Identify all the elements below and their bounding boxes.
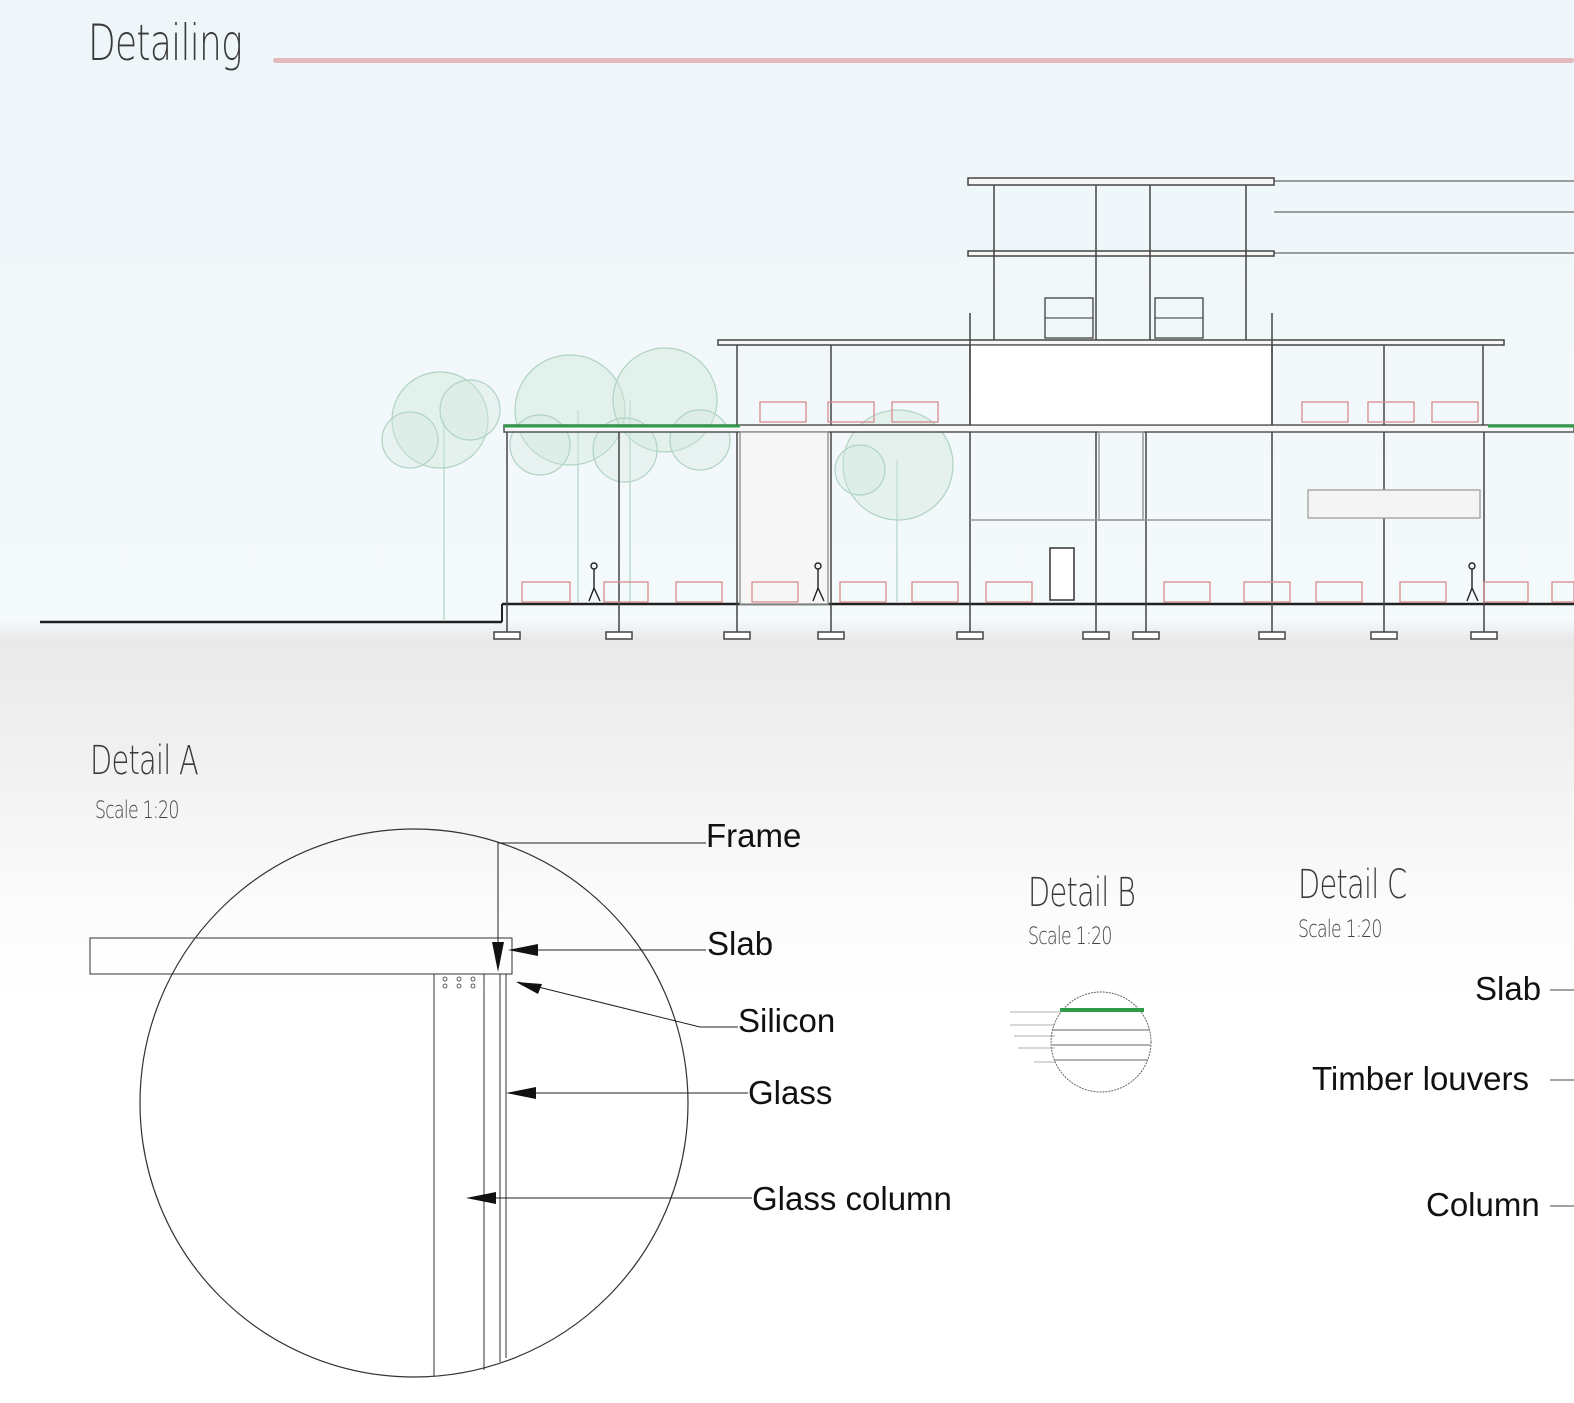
footings [493,631,1498,640]
label-glass: Glass [748,1074,833,1111]
detail-a-drawing [89,828,752,1378]
tree-4 [834,409,954,602]
trees [381,347,954,620]
detail-b-scale: Scale 1:20 [1028,922,1112,950]
label-column: Column [1426,1186,1540,1223]
building-section [493,177,1574,640]
detail-c-scale: Scale 1:20 [1298,915,1382,943]
label-slab-a: Slab [707,925,774,962]
detail-b-drawing [1010,991,1152,1093]
tree-2 [509,354,626,602]
label-glass-column: Glass column [752,1180,952,1217]
detail-c-title: Detail C [1298,862,1407,908]
furniture [521,401,1574,603]
tree-1 [381,371,501,620]
detail-a-arrowheads [466,942,542,1204]
page-title: Detailing [88,14,243,72]
detail-a-scale: Scale 1:20 [95,796,179,824]
detail-c-leaders [1550,989,1574,1207]
detail-a-leaders [468,842,752,1199]
detail-b-title: Detail B [1028,870,1136,916]
label-silicon: Silicon [738,1002,836,1039]
title-divider [273,58,1574,63]
label-slab-c: Slab [1475,970,1542,1007]
label-frame: Frame [706,817,802,854]
bolt-holes [442,976,476,989]
label-timber-louvers: Timber louvers [1312,1060,1529,1097]
columns [506,432,1485,632]
detail-a-title: Detail A [90,738,199,784]
people [588,562,1479,602]
